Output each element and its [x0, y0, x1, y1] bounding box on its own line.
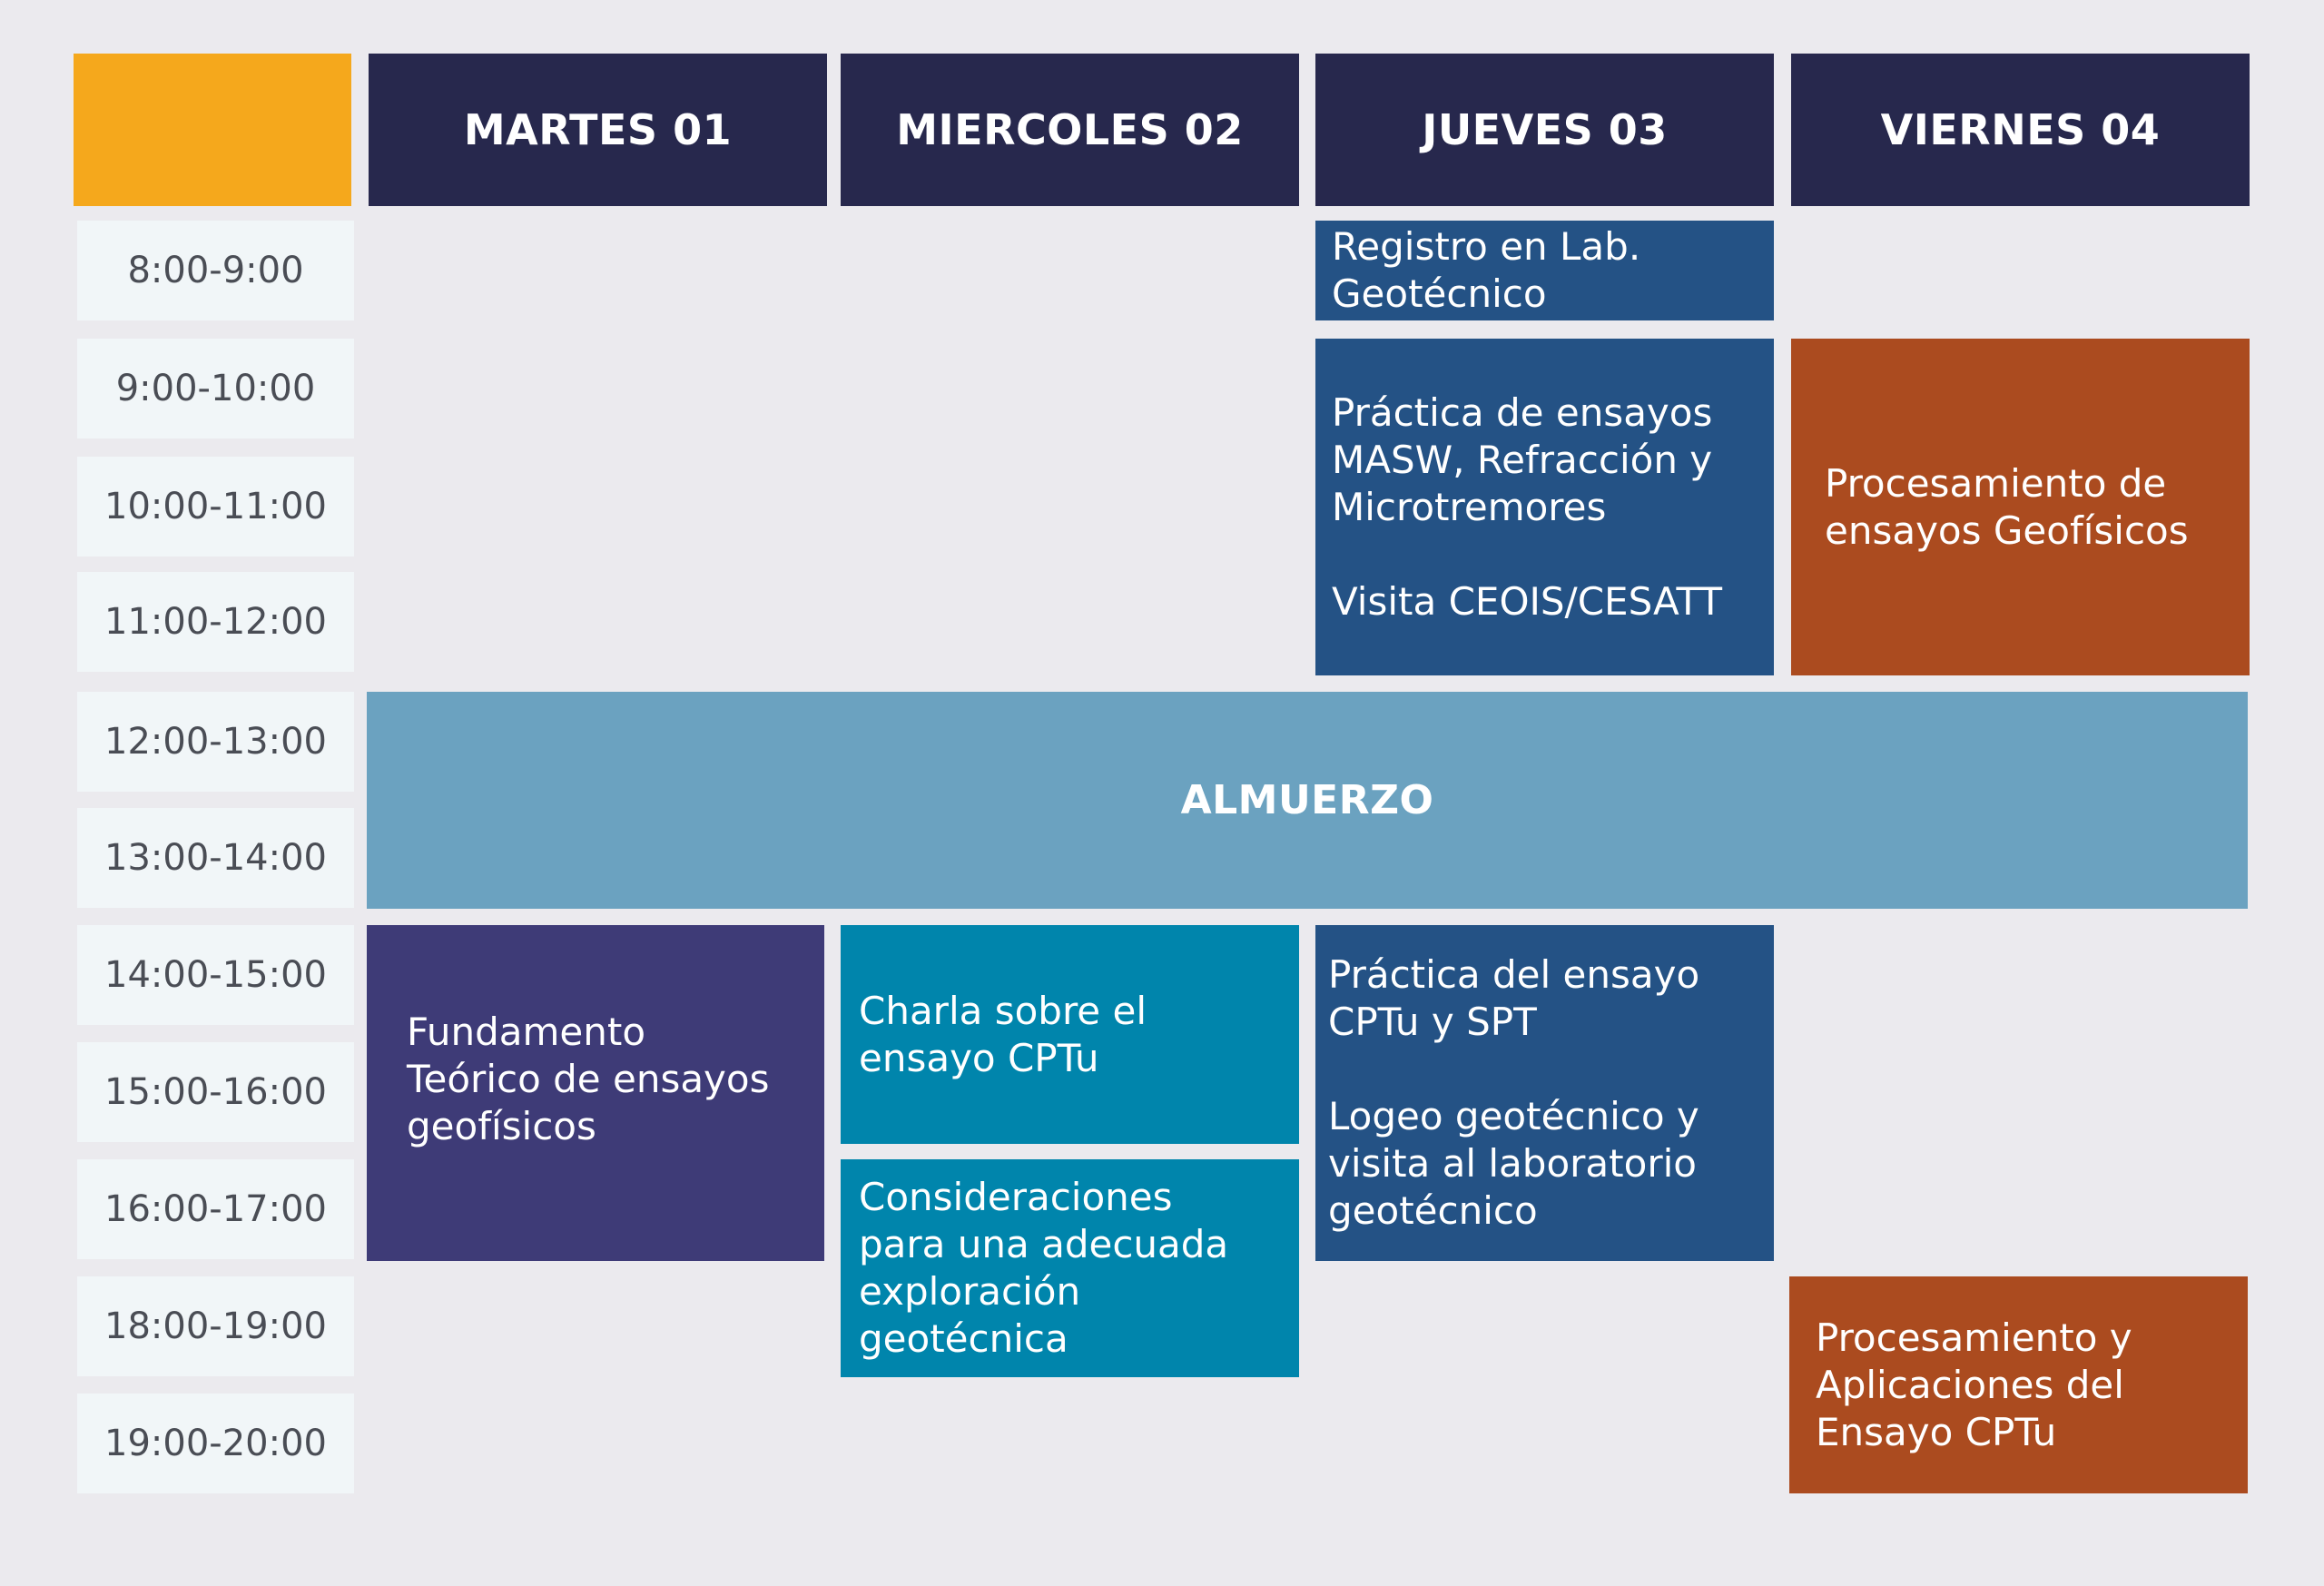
time-slot: 16:00-17:00	[77, 1159, 354, 1259]
event-procesamiento-cptu: Procesamiento y Aplicaciones del Ensayo …	[1789, 1276, 2248, 1493]
time-slot: 8:00-9:00	[77, 221, 354, 320]
time-slot: 10:00-11:00	[77, 457, 354, 557]
event-practica-masw: Práctica de ensayos MASW, Refracción y M…	[1315, 339, 1774, 675]
corner-cell	[74, 54, 351, 206]
time-slot: 11:00-12:00	[77, 572, 354, 672]
event-registro-lab: Registro en Lab. Geotécnico	[1315, 221, 1774, 320]
day-header-martes: MARTES 01	[369, 54, 827, 206]
time-slot: 13:00-14:00	[77, 808, 354, 908]
event-almuerzo: ALMUERZO	[367, 692, 2248, 909]
time-slot: 19:00-20:00	[77, 1394, 354, 1493]
event-consideraciones: Consideraciones para una adecuada explor…	[841, 1159, 1299, 1377]
time-slot: 14:00-15:00	[77, 925, 354, 1025]
day-header-miercoles: MIERCOLES 02	[841, 54, 1299, 206]
event-practica-cptu-spt: Práctica del ensayo CPTu y SPT Logeo geo…	[1315, 925, 1774, 1261]
event-fundamento-teorico: Fundamento Teórico de ensayos geofísicos	[367, 925, 824, 1261]
time-slot: 9:00-10:00	[77, 339, 354, 438]
time-slot: 12:00-13:00	[77, 692, 354, 792]
day-header-jueves: JUEVES 03	[1315, 54, 1774, 206]
day-header-viernes: VIERNES 04	[1791, 54, 2250, 206]
time-slot: 18:00-19:00	[77, 1276, 354, 1376]
event-procesamiento-geofisicos: Procesamiento de ensayos Geofísicos	[1791, 339, 2250, 675]
time-slot: 15:00-16:00	[77, 1042, 354, 1142]
event-charla-cptu: Charla sobre el ensayo CPTu	[841, 925, 1299, 1144]
